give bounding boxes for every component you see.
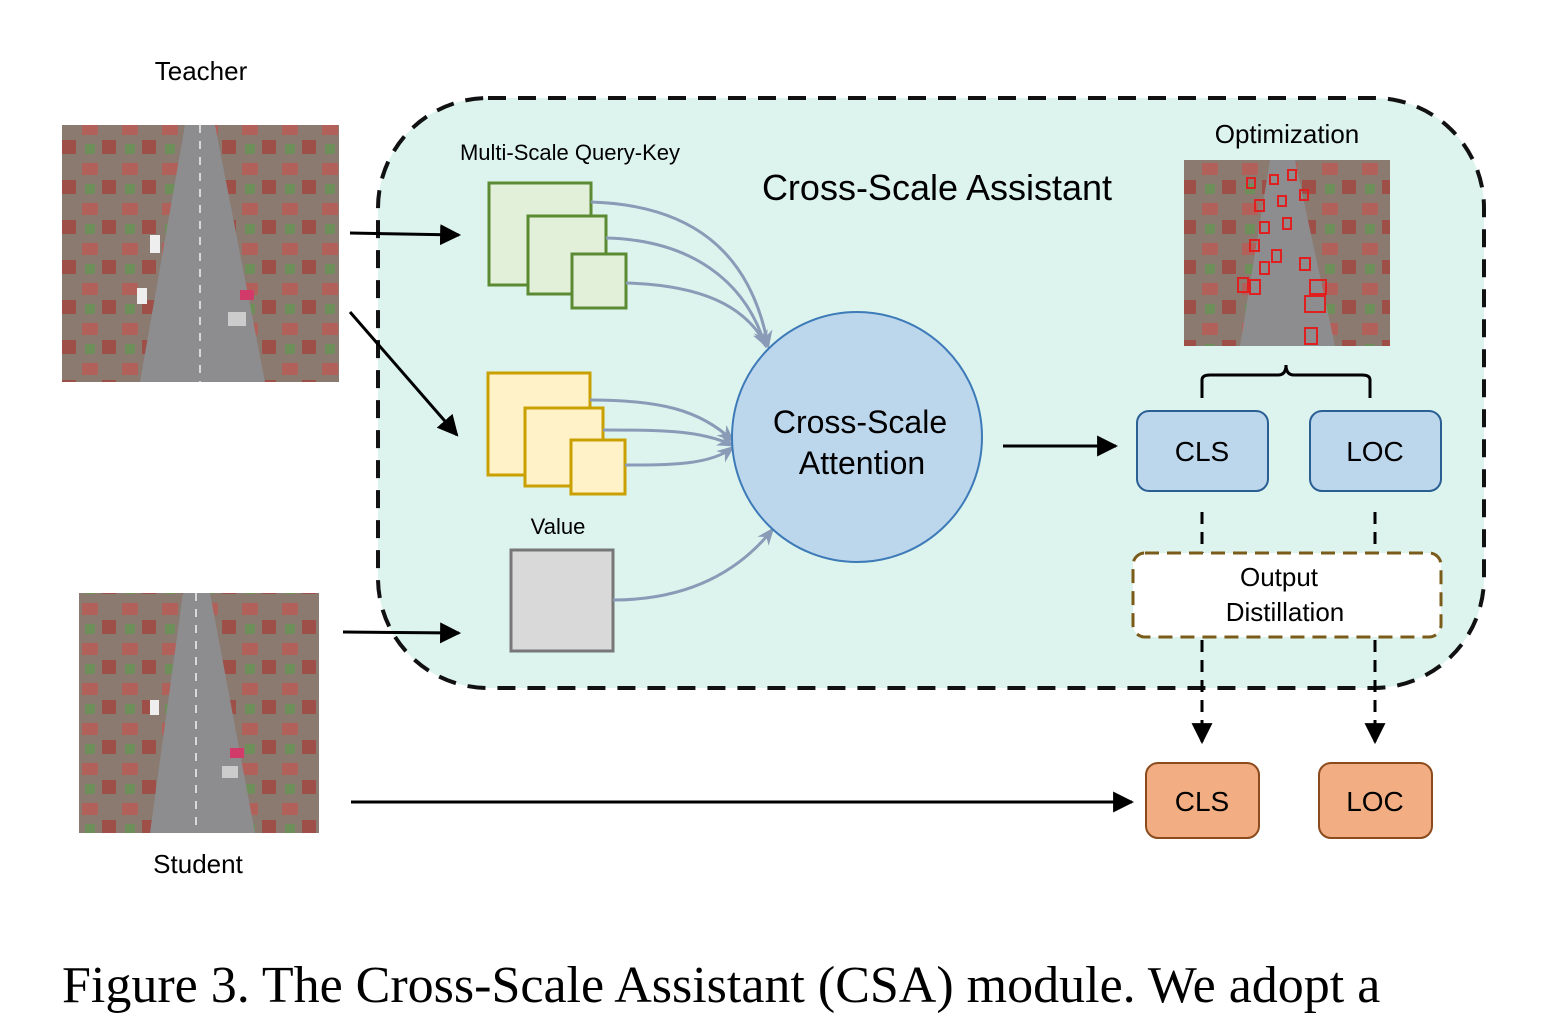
- loc-head-student: [1318, 762, 1433, 839]
- query-key-feature-stack: [487, 181, 628, 310]
- optimization-label: Optimization: [1215, 119, 1360, 149]
- attention-label-line2: Attention: [799, 445, 925, 481]
- cls-head-assistant-label: CLS: [1175, 436, 1229, 467]
- arrow-teacher-to-qk: [349, 224, 462, 246]
- optimization-brace: [1200, 364, 1372, 398]
- connector-v-large: [589, 398, 735, 443]
- figure-caption: Figure 3. The Cross-Scale Assistant (CSA…: [62, 957, 1381, 1014]
- loc-head-assistant: [1309, 410, 1442, 492]
- cls-head-assistant: [1136, 410, 1269, 492]
- value-feature-stack: [486, 371, 627, 496]
- teacher-label: Teacher: [155, 56, 248, 86]
- connector-gray: [612, 527, 775, 602]
- connector-v-small: [624, 445, 735, 467]
- connector-qk-medium: [605, 236, 768, 349]
- connector-v-medium: [602, 428, 736, 447]
- loc-head-student-label: LOC: [1346, 786, 1404, 817]
- connector-qk-large: [590, 200, 773, 349]
- value-feature-small: [569, 438, 627, 496]
- multi-scale-query-key-label: Multi-Scale Query-Key: [460, 140, 680, 165]
- loc-head-assistant-label: LOC: [1346, 436, 1404, 467]
- arrow-teacher-to-value: [348, 311, 459, 437]
- cross-scale-attention-node: [731, 311, 983, 563]
- optimization-image: [1184, 160, 1390, 346]
- teacher-image: [62, 125, 339, 382]
- cls-head-student: [1145, 762, 1260, 839]
- value-label: Value: [531, 514, 586, 539]
- connector-qk-small: [625, 281, 768, 349]
- student-image: [79, 593, 319, 833]
- output-distillation-line1: Output: [1240, 562, 1319, 592]
- student-feature-square: [509, 548, 615, 653]
- cls-head-student-label: CLS: [1175, 786, 1229, 817]
- cross-scale-assistant-title: Cross-Scale Assistant: [762, 167, 1112, 208]
- arrow-student-to-gray: [342, 622, 462, 644]
- output-distillation-box: [1131, 551, 1443, 639]
- query-key-feature-small: [570, 252, 628, 310]
- student-label: Student: [153, 849, 243, 879]
- attention-label-line1: Cross-Scale: [773, 404, 947, 440]
- output-distillation-line2: Distillation: [1226, 597, 1345, 627]
